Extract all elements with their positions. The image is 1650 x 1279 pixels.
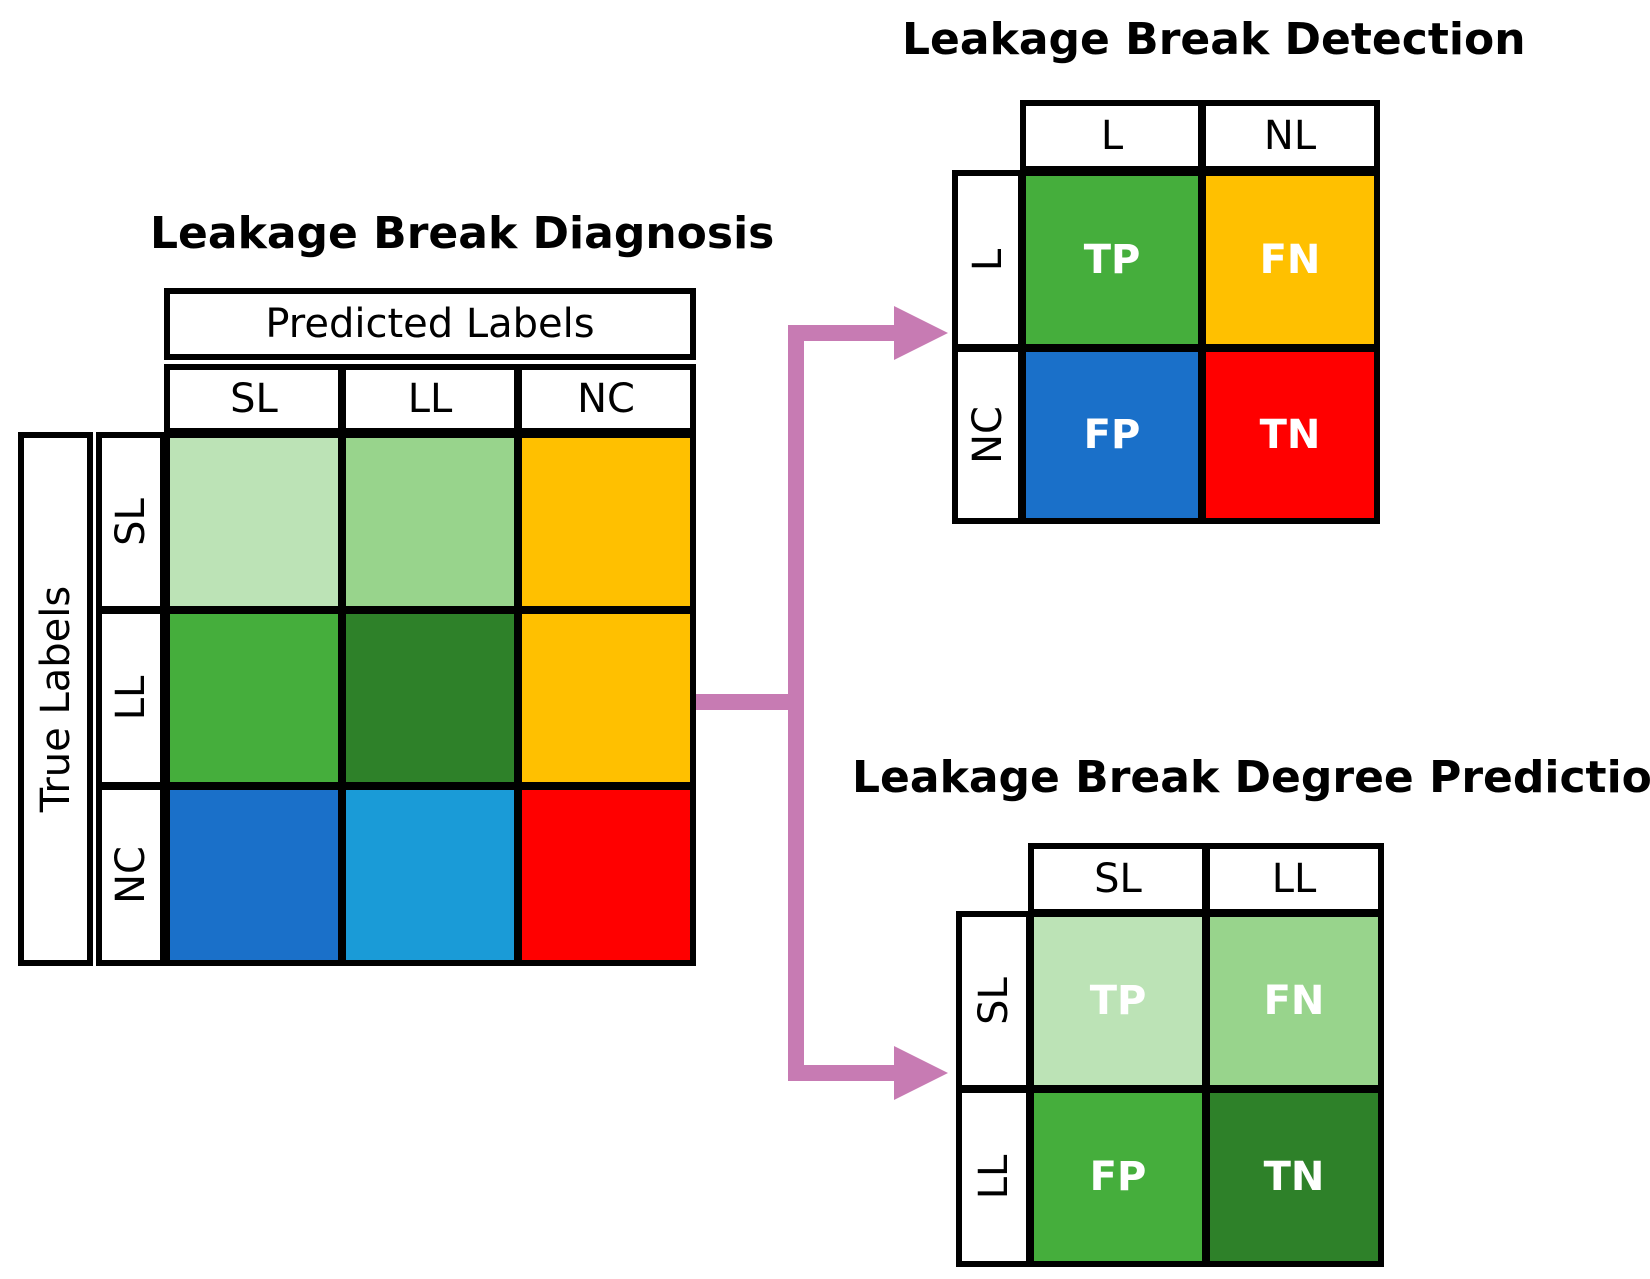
diag-cell-nc-nc bbox=[516, 784, 696, 966]
det-col-header-nl: NL bbox=[1200, 100, 1380, 172]
diag-col-header-ll: LL bbox=[340, 364, 520, 434]
diag-row-label-sl: SL bbox=[108, 498, 154, 546]
predicted-labels-header: Predicted Labels bbox=[164, 288, 696, 360]
det-cell-tn: TN bbox=[1200, 346, 1380, 524]
degree-title: Leakage Break Degree Prediction bbox=[852, 752, 1650, 803]
true-labels-label: True Labels bbox=[32, 585, 79, 813]
diag-cell-ll-ll bbox=[340, 608, 520, 788]
diag-cell-ll-nc bbox=[516, 608, 696, 788]
deg-col-header-ll: LL bbox=[1204, 843, 1384, 915]
deg-cell-fn: FN bbox=[1204, 911, 1384, 1091]
diag-cell-nc-ll bbox=[340, 784, 520, 966]
arrowhead-detection bbox=[894, 306, 948, 360]
diag-row-header-ll: LL bbox=[96, 608, 166, 788]
diag-cell-nc-sl bbox=[164, 784, 344, 966]
detection-title: Leakage Break Detection bbox=[902, 14, 1526, 65]
det-row-header-nc: NC bbox=[952, 346, 1024, 524]
diag-cell-ll-sl bbox=[164, 608, 344, 788]
deg-row-header-ll: LL bbox=[956, 1087, 1032, 1267]
diag-row-header-nc: NC bbox=[96, 784, 166, 966]
diag-row-label-ll: LL bbox=[108, 675, 154, 721]
diag-col-header-nc: NC bbox=[516, 364, 696, 434]
det-row-header-l: L bbox=[952, 170, 1024, 350]
det-col-header-l: L bbox=[1020, 100, 1204, 172]
diag-row-header-sl: SL bbox=[96, 432, 166, 612]
diag-col-header-sl: SL bbox=[164, 364, 344, 434]
deg-cell-tp: TP bbox=[1028, 911, 1208, 1091]
deg-col-header-sl: SL bbox=[1028, 843, 1208, 915]
deg-row-label-ll: LL bbox=[971, 1154, 1017, 1200]
det-row-label-l: L bbox=[965, 248, 1011, 272]
det-row-label-nc: NC bbox=[965, 406, 1011, 464]
det-cell-tp: TP bbox=[1020, 170, 1204, 350]
arrowhead-degree bbox=[894, 1046, 948, 1100]
diag-row-label-nc: NC bbox=[108, 846, 154, 904]
true-labels-header: True Labels bbox=[18, 432, 93, 966]
deg-row-label-sl: SL bbox=[971, 977, 1017, 1025]
deg-row-header-sl: SL bbox=[956, 911, 1032, 1091]
det-cell-fp: FP bbox=[1020, 346, 1204, 524]
diag-cell-sl-nc bbox=[516, 432, 696, 612]
diagnosis-title: Leakage Break Diagnosis bbox=[150, 208, 775, 259]
det-cell-fn: FN bbox=[1200, 170, 1380, 350]
deg-cell-fp: FP bbox=[1028, 1087, 1208, 1267]
deg-cell-tn: TN bbox=[1204, 1087, 1384, 1267]
diag-cell-sl-ll bbox=[340, 432, 520, 612]
diag-cell-sl-sl bbox=[164, 432, 344, 612]
